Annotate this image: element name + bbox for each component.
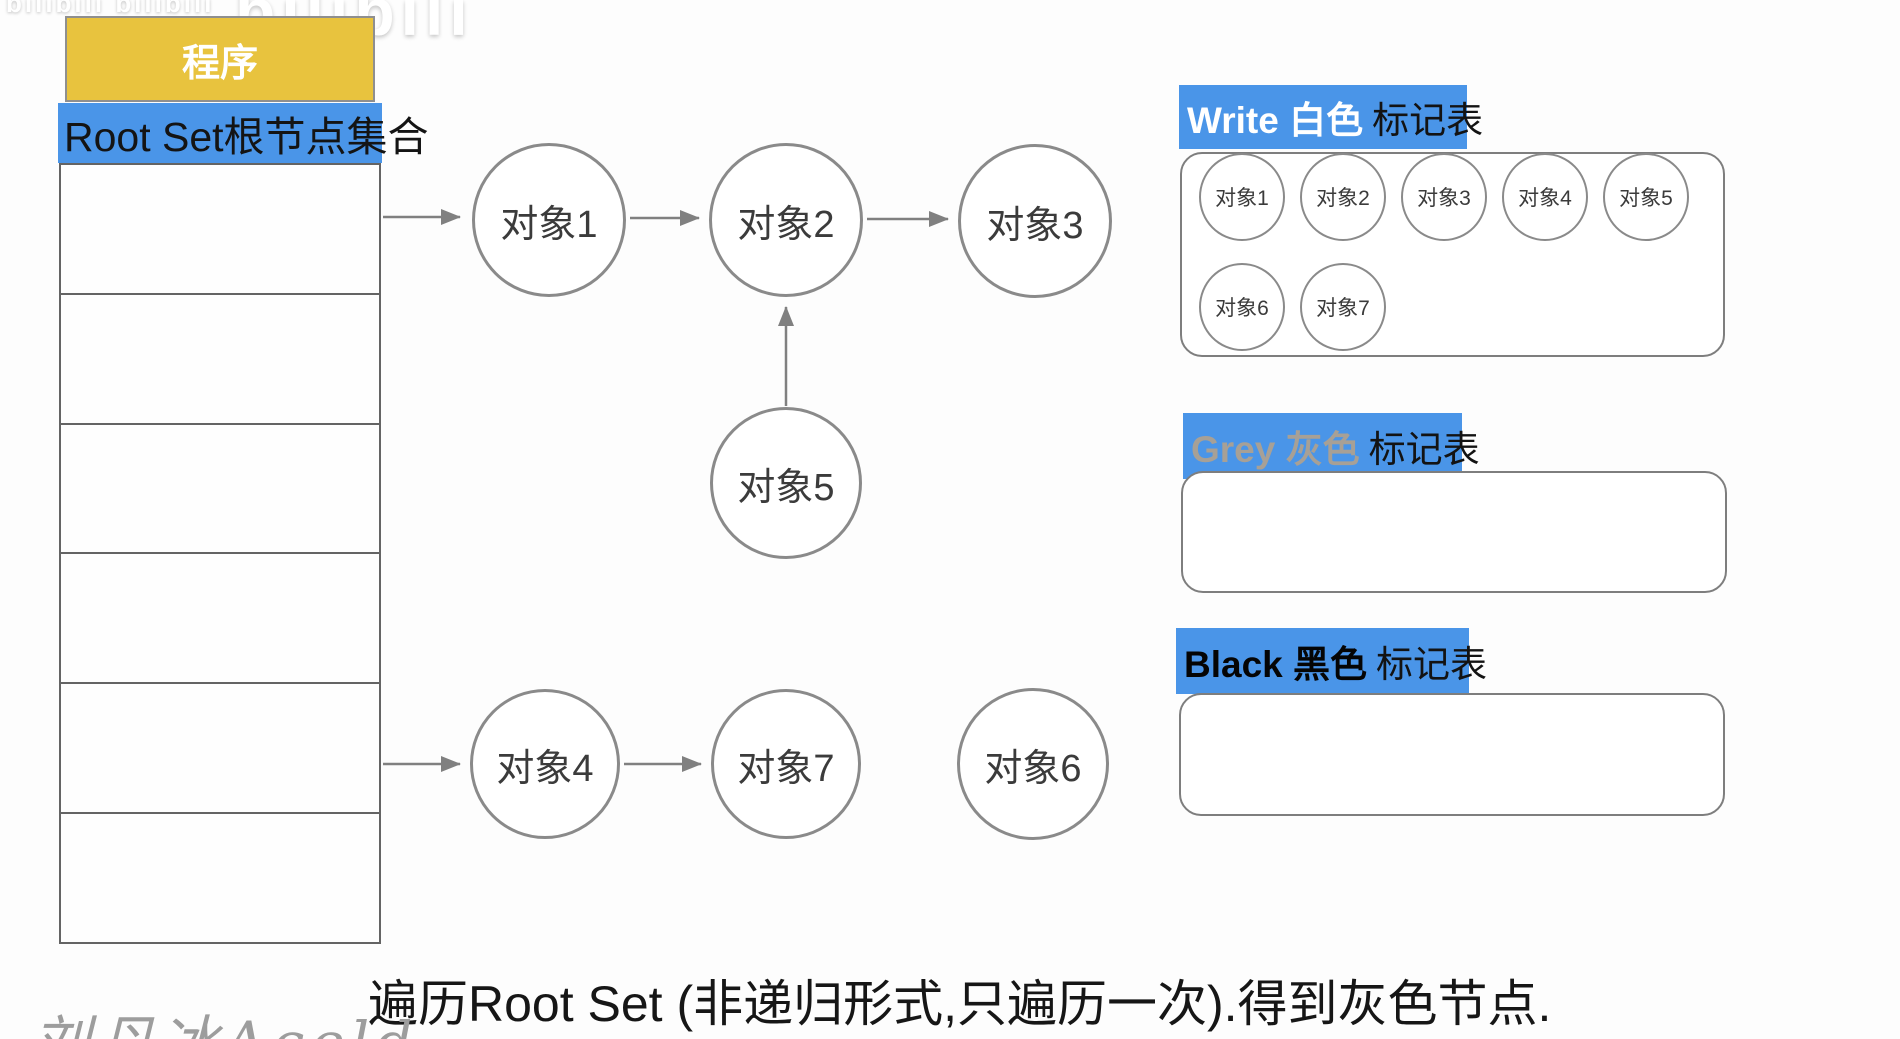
black-table-title-head: Black 黑色 [1184,644,1368,685]
white-table-title-head: Write 白色 [1187,100,1364,141]
memory-cell [61,165,379,293]
white-table-object-label: 对象1 [1215,187,1269,210]
graph-node-label: 对象6 [984,747,1082,790]
graph-node-obj1: 对象1 [472,143,626,297]
graph-node-label: 对象5 [737,466,835,509]
white-table-object-label: 对象5 [1619,187,1673,210]
memory-cell [61,292,379,423]
graph-node-label: 对象4 [496,747,594,790]
program-stack [59,163,381,944]
black-table-box [1179,693,1725,816]
grey-table-title: Grey 灰色 标记表 [1183,413,1480,479]
white-table-object-label: 对象3 [1417,187,1471,210]
white-table-object-7: 对象7 [1300,263,1386,351]
graph-node-obj4: 对象4 [470,689,620,839]
graph-node-obj7: 对象7 [711,689,861,839]
graph-node-label: 对象2 [737,203,835,246]
graph-node-obj5: 对象5 [710,407,862,559]
grey-table-title-tail: 标记表 [1368,429,1480,470]
root-set-label: Root Set根节点集合 [58,103,429,163]
white-table-object-1: 对象1 [1199,153,1285,241]
author-signature-watermark: 刘丹冰Aceld [32,996,418,1039]
white-table-title: Write 白色 标记表 [1179,85,1483,149]
black-table-title-tail: 标记表 [1376,644,1488,685]
white-table-object-5: 对象5 [1603,153,1689,241]
graph-node-obj6: 对象6 [957,688,1109,840]
graph-node-label: 对象1 [500,203,598,246]
white-table-object-label: 对象7 [1316,297,1370,320]
white-table-object-6: 对象6 [1199,263,1285,351]
grey-table-title-head: Grey 灰色 [1191,429,1360,470]
slide-caption: 遍历Root Set (非递归形式,只遍历一次).得到灰色节点. [368,976,1552,1032]
white-table-object-2: 对象2 [1300,153,1386,241]
white-table-object-4: 对象4 [1502,153,1588,241]
white-table-object-label: 对象6 [1215,297,1269,320]
graph-node-obj2: 对象2 [709,143,863,297]
grey-table-box [1181,471,1727,593]
memory-cell [61,552,379,682]
white-table-object-3: 对象3 [1401,153,1487,241]
white-table-object-label: 对象4 [1518,187,1572,210]
graph-node-label: 对象3 [986,204,1084,247]
memory-cell [61,422,379,553]
white-table-object-label: 对象2 [1316,187,1370,210]
white-table-title-tail: 标记表 [1372,100,1484,141]
program-header: 程序 [65,16,375,102]
bilibili-watermark-fragments: bilibili bilibili [6,0,215,18]
graph-node-label: 对象7 [737,747,835,790]
graph-node-obj3: 对象3 [958,144,1112,298]
memory-cell [61,812,379,942]
memory-cell [61,682,379,812]
black-table-title: Black 黑色 标记表 [1176,628,1487,694]
